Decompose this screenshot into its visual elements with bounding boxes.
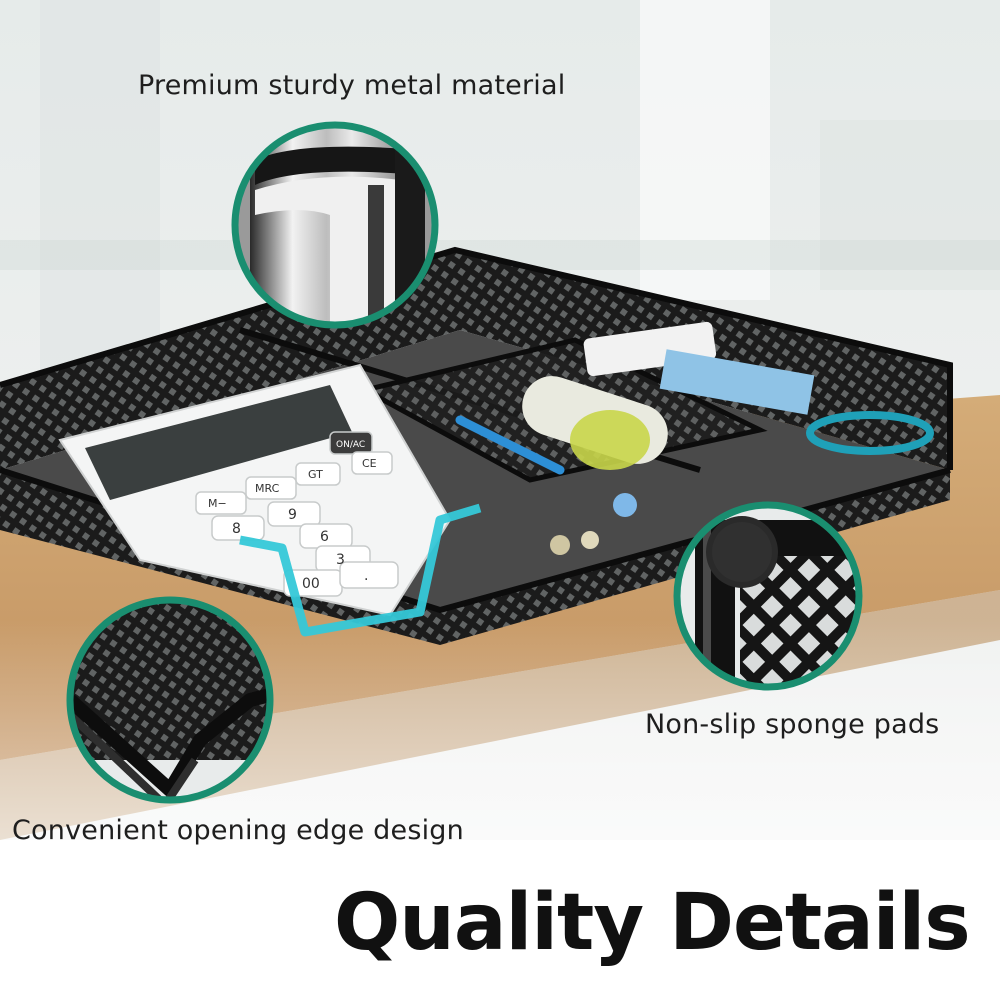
stationery: [455, 321, 934, 555]
opening-edge-highlight: [239, 503, 482, 637]
key-mrc: MRC: [255, 482, 280, 495]
key-m-minus: M−: [208, 497, 227, 510]
caption-sponge-pads: Non-slip sponge pads: [645, 709, 940, 740]
key-ce: CE: [362, 457, 377, 470]
key-dot: .: [364, 568, 368, 584]
key-gt: GT: [308, 468, 323, 481]
callout-metal-material: [231, 121, 439, 329]
headline-quality-details: Quality Details: [334, 878, 971, 968]
callout-sponge-pads: [673, 501, 863, 691]
key-3: 3: [336, 552, 345, 568]
key-9: 9: [288, 507, 297, 523]
key-8: 8: [232, 521, 241, 537]
key-onac: ON/AC: [336, 440, 365, 450]
key-00: 00: [302, 576, 320, 592]
caption-metal-material: Premium sturdy metal material: [138, 70, 566, 101]
calculator: ON/AC CE GT MRC M− 8 9 6 3 00 .: [58, 363, 452, 617]
callout-opening-edge: [66, 596, 274, 804]
key-6: 6: [320, 529, 329, 545]
caption-opening-edge: Convenient opening edge design: [12, 815, 464, 846]
